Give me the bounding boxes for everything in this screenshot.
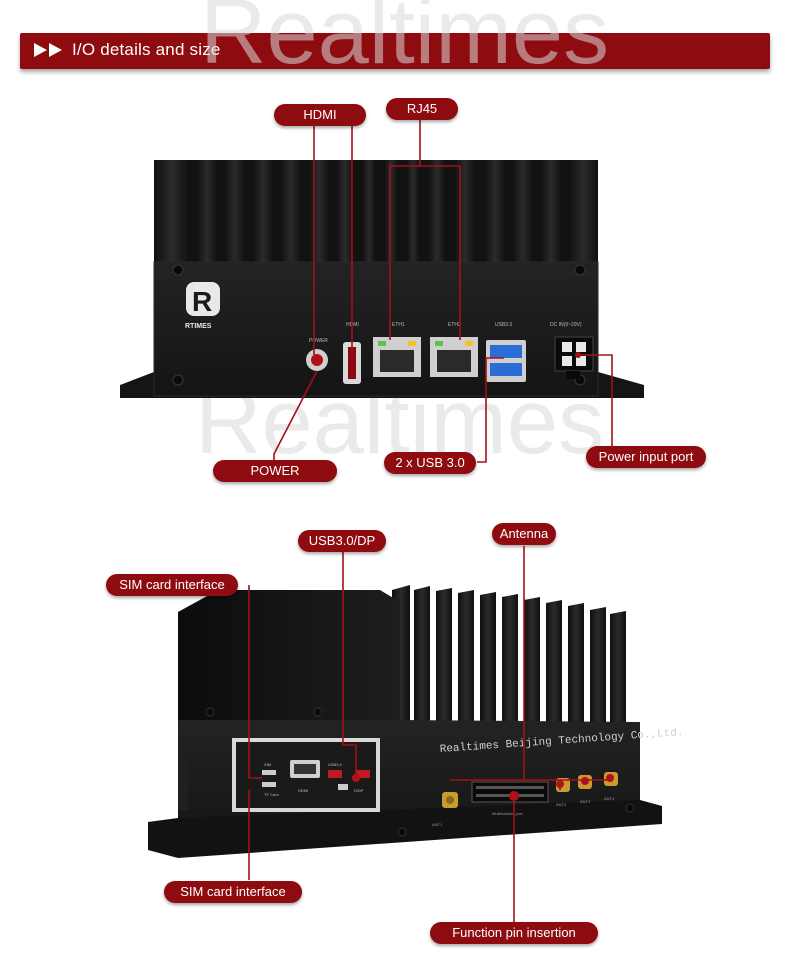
callout-sim-bottom: SIM card interface (164, 881, 302, 903)
callout-rj45: RJ45 (386, 98, 458, 120)
rtimes-logo: R (186, 282, 220, 317)
callout-sim-top: SIM card interface (106, 574, 238, 596)
label-tf: TF Card (264, 792, 279, 797)
power-button (306, 349, 328, 371)
eth2-port (430, 337, 478, 377)
section-header: I/O details and size (20, 33, 770, 69)
label-back-usb3: USB3.0 (328, 762, 343, 767)
callout-power: POWER (213, 460, 337, 482)
label-ant1: ANT1 (432, 822, 443, 827)
callout-usb: 2 x USB 3.0 (384, 452, 476, 474)
label-back-dp: D/DP (354, 788, 364, 793)
tf-slot (262, 782, 276, 787)
dc-in-port (554, 336, 594, 379)
callout-power-input: Power input port (586, 446, 706, 468)
label-sim: SIM (264, 762, 271, 767)
eth1-port (373, 337, 421, 377)
callout-antenna: Antenna (492, 523, 556, 545)
label-ant3: ANT3 (580, 799, 591, 804)
callout-hdmi: HDMI (274, 104, 366, 126)
device-front: R RTIMES POWER HDMI ETH1 ETH2 USB3.0 DC … (120, 160, 644, 398)
usb3-ports (486, 340, 526, 382)
callout-usb-dp: USB3.0/DP (298, 530, 386, 552)
hdmi-port (343, 342, 361, 384)
svg-text:R: R (192, 286, 212, 317)
label-back-hdmi: HDMI (298, 788, 308, 793)
label-power: POWER (309, 338, 328, 344)
leader-lines-front (273, 120, 613, 463)
label-usb3: USB3.0 (495, 322, 512, 328)
callout-function-pin: Function pin insertion (430, 922, 598, 944)
sim-slot (262, 770, 276, 775)
heatsink-fins-front (154, 160, 598, 270)
label-ant2: ANT2 (556, 802, 567, 807)
label-eth2: ETH2 (448, 322, 461, 328)
back-usb3-port (328, 770, 342, 778)
double-play-icon (34, 43, 62, 57)
label-function-port: Multifunction port (492, 811, 523, 816)
back-dp-port (356, 770, 370, 778)
section-title: I/O details and size (72, 40, 221, 59)
logo-text: RTIMES (185, 323, 212, 330)
label-ant4: ANT4 (604, 796, 615, 801)
device-back: Realtimes Beijing Technology Co.,Ltd. SI… (148, 585, 684, 858)
label-dc-in: DC IN(9~20V) (550, 322, 582, 328)
label-eth1: ETH1 (392, 322, 405, 328)
